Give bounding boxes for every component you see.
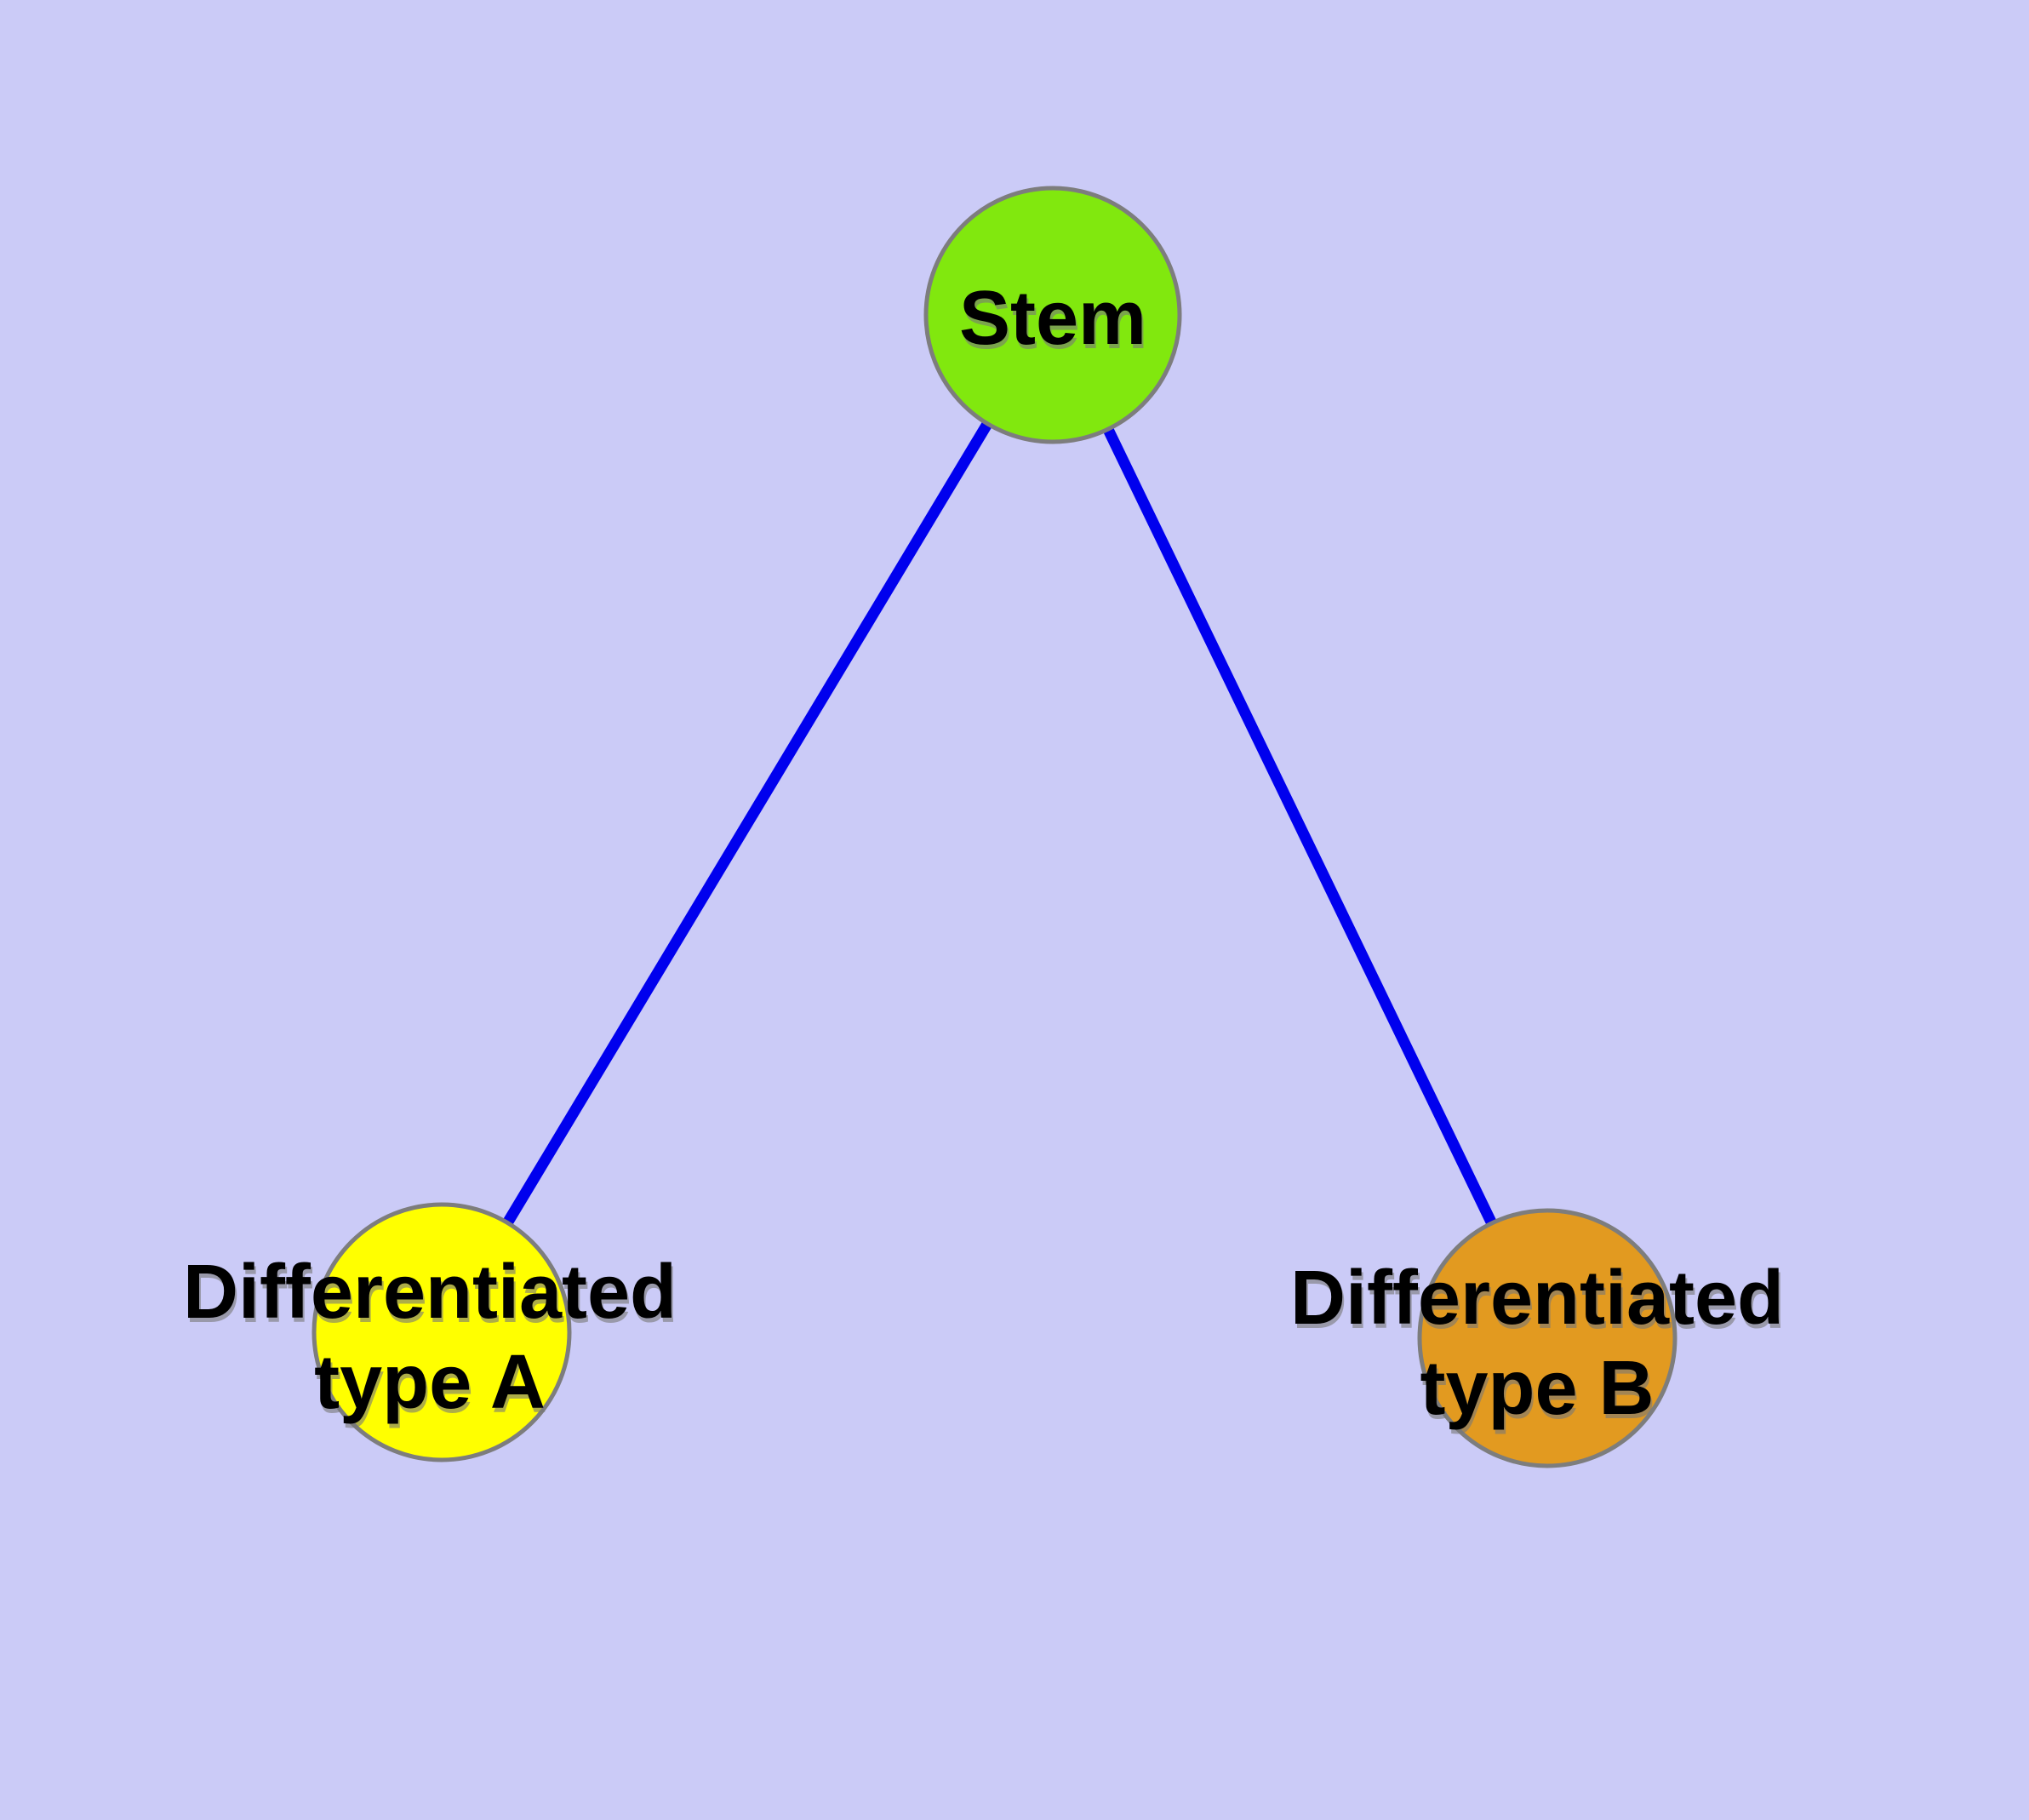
node-type-a-label-line2: type A [314,1340,546,1425]
edge-stem-to-type-b [1048,312,1552,1341]
edge-stem-to-type-a [437,312,1058,1336]
node-stem-label-shadow: Stem [961,280,1148,365]
node-type-b-label-line2-shadow: type B [1421,1350,1655,1435]
node-type-a: Differentiated Differentiated type A typ… [183,1202,678,1462]
edge-group [437,312,1552,1341]
node-type-b-circle [1417,1208,1677,1468]
node-stem: Stem Stem [923,186,1182,444]
node-type-a-label-line1-shadow: Differentiated [185,1254,678,1339]
node-type-a-label-line2-shadow: type A [316,1344,547,1429]
node-type-a-label-line1: Differentiated [183,1250,677,1335]
node-type-a-circle [311,1202,572,1462]
node-stem-label: Stem [959,276,1146,361]
node-type-b-label-line2: type B [1420,1346,1654,1431]
node-type-b-label-line1-shadow: Differentiated [1292,1260,1786,1345]
node-stem-circle [923,186,1182,444]
node-type-b-label-line1: Differentiated [1290,1256,1784,1341]
node-type-b: Differentiated Differentiated type B typ… [1290,1208,1786,1468]
